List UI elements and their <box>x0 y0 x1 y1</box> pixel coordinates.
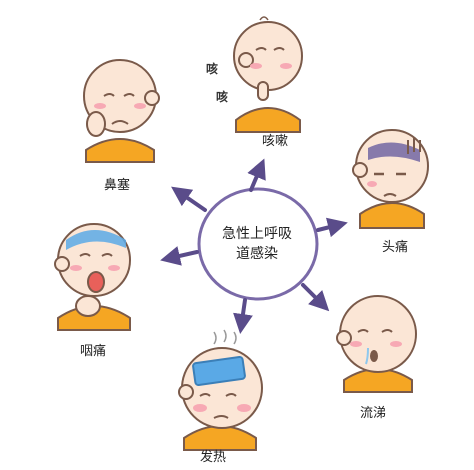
cough-baby-illustration <box>233 16 303 133</box>
headache-baby-illustration <box>352 129 429 229</box>
arrow-to-fever <box>233 298 253 334</box>
cough-sound-1: 咳 <box>206 62 219 76</box>
nasal-baby-illustration <box>83 59 160 163</box>
arrow-to-runny <box>301 283 330 312</box>
center-title-line2: 道感染 <box>236 246 278 262</box>
arrow-to-throat <box>160 246 199 266</box>
label-fever: 发热 <box>200 450 227 465</box>
label-headache: 头痛 <box>382 240 409 255</box>
arrow-to-headache <box>316 217 348 238</box>
fever-baby-illustration <box>178 329 263 451</box>
throat-baby-illustration <box>54 223 131 331</box>
cough-sound-2: 咳 <box>216 90 229 104</box>
center-circle <box>197 187 319 301</box>
center-title-line1: 急性上呼吸 <box>222 226 292 242</box>
label-runny: 流涕 <box>360 406 387 421</box>
arrow-to-cough <box>247 158 266 192</box>
label-nasal: 鼻塞 <box>104 178 131 193</box>
runny-baby-illustration <box>336 295 417 393</box>
label-cough: 咳嗽 <box>262 134 289 149</box>
label-throat: 咽痛 <box>80 344 107 359</box>
arrow-to-nasal <box>171 186 207 212</box>
